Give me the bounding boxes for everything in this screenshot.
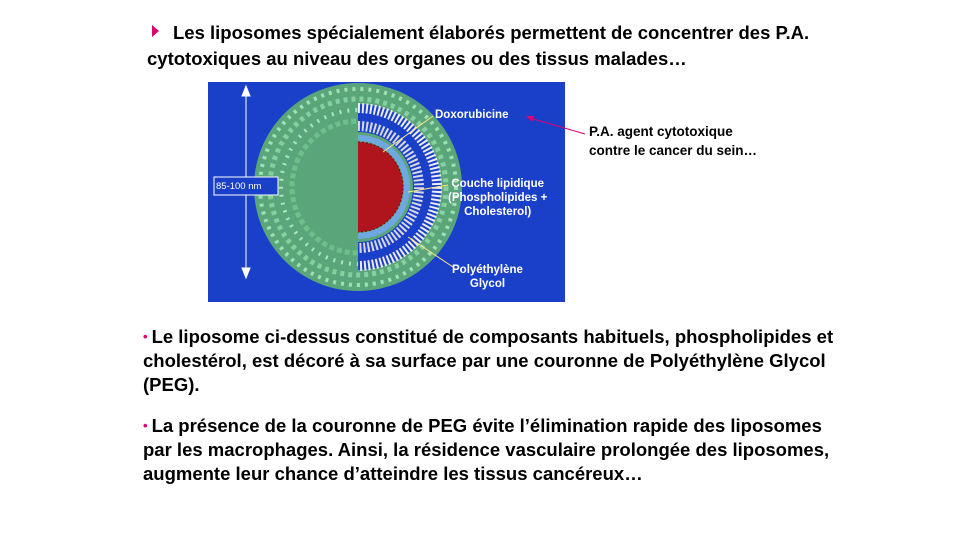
paragraph-2-text: La présence de la couronne de PEG évite … <box>143 415 830 484</box>
couche-label-line3: Cholesterol) <box>464 206 532 218</box>
size-arrow <box>213 84 279 280</box>
leader-lines <box>382 115 454 268</box>
intro-text: Les liposomes spécialement élaborés perm… <box>147 22 810 69</box>
paragraph-vascular-residence: •La présence de la couronne de PEG évite… <box>143 414 843 486</box>
bullet-dot-icon: • <box>143 418 148 433</box>
lipid-bilayer <box>357 103 442 271</box>
liposome-illustration <box>213 83 462 291</box>
couche-label-line1: Couche lipidique <box>451 178 544 190</box>
annotation-line2: contre le cancer du sein… <box>589 143 758 158</box>
peg-label-line1: Polyéthylène <box>452 264 523 276</box>
size-label: 85-100 nm <box>216 181 262 192</box>
doxorubicine-core <box>358 142 403 232</box>
polyethylene-glycol-label: Polyéthylène Glycol <box>452 263 523 291</box>
liposome-figure: 85-100 nm Doxorubicine Couche lipidique … <box>208 82 565 302</box>
paragraph-peg-corona: •Le liposome ci-dessus constitué de comp… <box>143 325 843 397</box>
intro-bullet-arrow-icon <box>152 25 159 37</box>
peg-label-line2: Glycol <box>469 278 506 290</box>
couche-label-line2: (Phospholipides + <box>448 192 548 204</box>
couche-lipidique-label: Couche lipidique (Phospholipides + Chole… <box>448 177 547 219</box>
doxorubicine-label: Doxorubicine <box>435 109 509 121</box>
bullet-dot-icon: • <box>143 329 148 344</box>
annotation-line1: P.A. agent cytotoxique <box>589 124 733 139</box>
paragraph-1-text: Le liposome ci-dessus constitué de compo… <box>143 326 834 395</box>
annotation-text: P.A. agent cytotoxique contre le cancer … <box>589 122 757 160</box>
